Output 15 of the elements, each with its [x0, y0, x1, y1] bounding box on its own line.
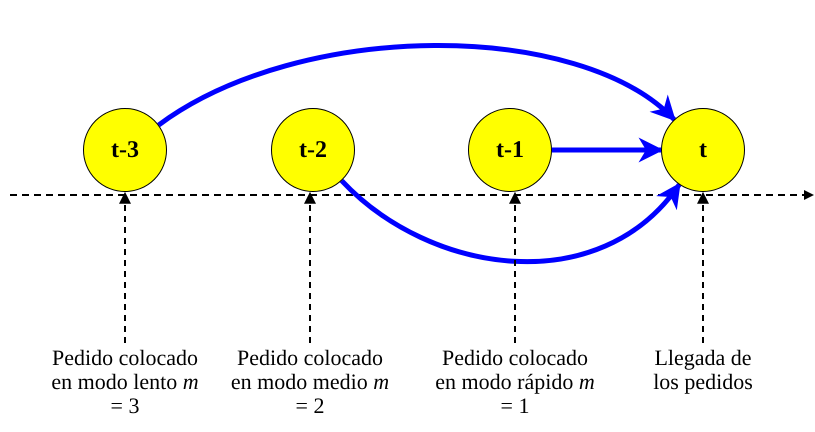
annotation-text: Pedido colocado en modo medio m = 2	[229, 346, 391, 418]
period-circle: t-3	[83, 108, 167, 192]
annotation-text: Llegada de los pedidos	[645, 346, 761, 394]
annotation-text: Pedido colocado en modo rápido m = 1	[434, 346, 596, 418]
annotation-text: Pedido colocado en modo lento m = 3	[44, 346, 206, 418]
flow-arrow	[157, 43, 676, 128]
period-circle: t-1	[468, 108, 552, 192]
flow-arrow	[340, 178, 682, 264]
period-circle: t	[661, 108, 745, 192]
pointer-arrow	[119, 192, 131, 343]
pointer-arrow	[697, 192, 709, 343]
pointer-arrow	[304, 192, 316, 343]
period-circle: t-2	[271, 108, 355, 192]
pointer-arrow	[509, 192, 521, 343]
flow-arrow	[552, 138, 664, 162]
